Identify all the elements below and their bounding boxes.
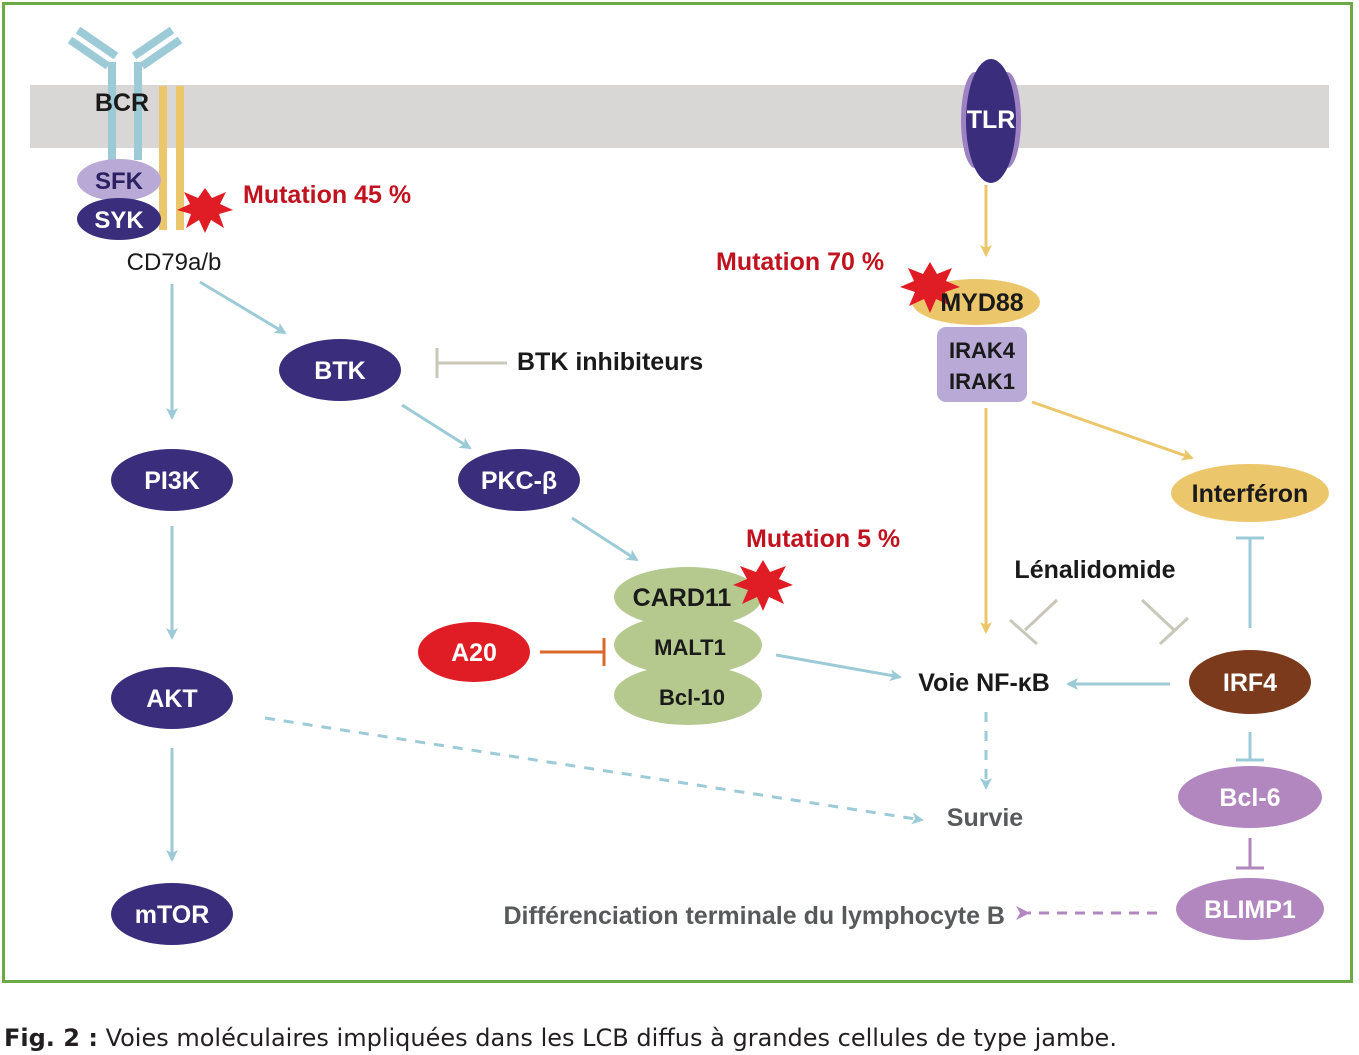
pi3k-node xyxy=(111,449,233,511)
bcl10-label: Bcl-10 xyxy=(659,685,725,710)
bcl6-node xyxy=(1178,766,1322,828)
nfkb-label: Voie NF-κB xyxy=(918,669,1050,697)
tlr-receptor xyxy=(961,59,1021,183)
sfk-label: SFK xyxy=(95,168,144,195)
a20-inhibition-line xyxy=(540,638,606,666)
irf4-inhibition-lines xyxy=(1236,536,1264,762)
a20-label: A20 xyxy=(451,639,497,667)
malt1-node xyxy=(614,615,762,675)
bcr-label: BCR xyxy=(95,89,149,117)
irak4-label: IRAK4 xyxy=(949,338,1016,363)
pkc-node xyxy=(458,449,580,511)
mutation-card11-label: Mutation 5 % xyxy=(746,525,900,553)
irak1-label: IRAK1 xyxy=(949,369,1015,394)
tlr-label: TLR xyxy=(967,106,1016,134)
mutation-star-bcr-icon xyxy=(177,188,233,233)
pi3k-label: PI3K xyxy=(144,467,200,495)
btk-inhibitors-label: BTK inhibiteurs xyxy=(517,348,703,376)
card11-label: CARD11 xyxy=(633,584,732,612)
mtor-node xyxy=(111,883,233,945)
figure-caption: Fig. 2 : Voies moléculaires impliquées d… xyxy=(4,1024,1117,1052)
cell-membrane xyxy=(30,85,1329,148)
blimp1-label: BLIMP1 xyxy=(1204,896,1296,924)
mutation-bcr-label: Mutation 45 % xyxy=(243,181,411,209)
malt1-label: MALT1 xyxy=(654,635,726,660)
interferon-label: Interféron xyxy=(1192,480,1309,508)
a20-node xyxy=(418,622,530,682)
caption-prefix: Fig. 2 : xyxy=(4,1024,98,1052)
lenalidomide-inhibition-lines xyxy=(1009,598,1190,646)
myd88-label: MYD88 xyxy=(940,289,1023,317)
pathway-diagram: BCR SFK SYK CD79a/b Mutation 45 % TLR xyxy=(30,26,1329,945)
mutation-star-myd88-icon xyxy=(900,262,960,313)
blimp1-node xyxy=(1176,878,1324,940)
mutation-star-card11-icon xyxy=(733,560,793,611)
interferon-node xyxy=(1171,464,1329,522)
syk-node xyxy=(77,198,161,240)
btk-label: BTK xyxy=(314,357,365,385)
bcr-receptor-icon xyxy=(67,26,183,160)
syk-label: SYK xyxy=(94,207,144,234)
akt-label: AKT xyxy=(146,685,197,713)
tlr-pathway-arrows xyxy=(980,185,1194,634)
mutation-myd88-label: Mutation 70 % xyxy=(716,248,884,276)
pkc-label: PKC-β xyxy=(481,467,557,495)
bcl10-node xyxy=(614,665,762,725)
bcl6-label: Bcl-6 xyxy=(1219,784,1280,812)
survie-label: Survie xyxy=(947,804,1024,832)
lenalidomide-label: Lénalidomide xyxy=(1014,556,1175,584)
irak-node xyxy=(937,327,1027,402)
sfk-node xyxy=(77,159,161,201)
caption-text: Voies moléculaires impliquées dans les L… xyxy=(97,1024,1117,1052)
btk-node xyxy=(279,339,401,401)
irf4-node xyxy=(1189,650,1311,714)
differentiation-label: Différenciation terminale du lymphocyte … xyxy=(504,902,1006,930)
btk-inhibitor-line xyxy=(435,348,507,378)
card11-node xyxy=(614,567,762,627)
akt-node xyxy=(111,667,233,729)
mtor-label: mTOR xyxy=(135,901,210,929)
bcr-pathway-arrows xyxy=(166,280,1170,862)
cd79-label: CD79a/b xyxy=(127,249,222,276)
bcl6-inhibition-line xyxy=(1236,838,1264,870)
irf4-label: IRF4 xyxy=(1223,669,1277,697)
cd79-chains xyxy=(159,86,184,230)
